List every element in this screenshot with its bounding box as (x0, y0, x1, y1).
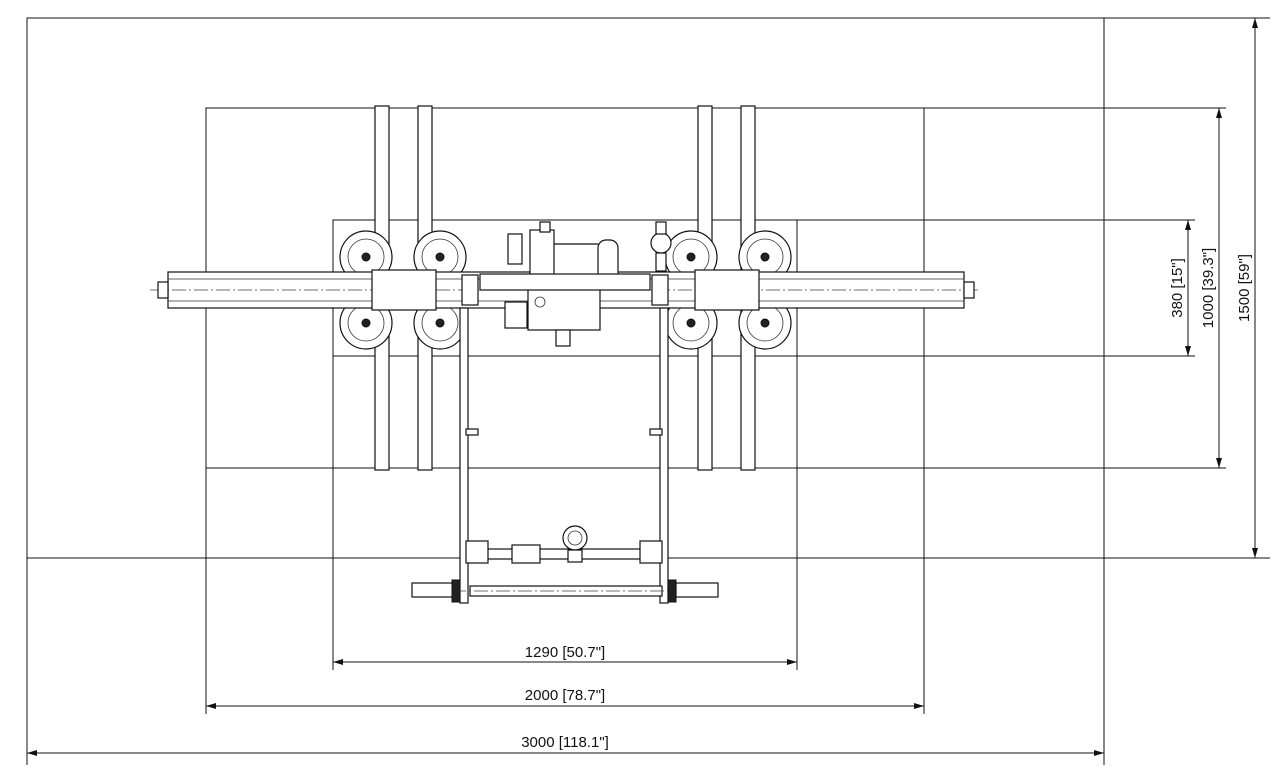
dimension-1000: 1000 [39.3"] (1200, 108, 1222, 468)
dimension-1500: 1500 [59"] (1236, 18, 1258, 558)
outline-frames (26, 17, 1270, 765)
dimension-2000: 2000 [78.7"] (206, 687, 924, 709)
dimension-1290: 1290 [50.7"] (333, 644, 797, 665)
pump-unit (479, 221, 672, 347)
dimension-1500-label: 1500 [59"] (1236, 254, 1253, 322)
dimension-380: 380 [15"] (1169, 220, 1191, 356)
dimension-1000-label: 1000 [39.3"] (1200, 248, 1217, 328)
dimension-3000-label: 3000 [118.1"] (521, 734, 609, 751)
dimension-3000: 3000 [118.1"] (27, 734, 1104, 756)
handle-frame (411, 307, 719, 604)
dimension-1290-label: 1290 [50.7"] (525, 644, 605, 661)
dimension-2000-label: 2000 [78.7"] (525, 687, 605, 704)
dimension-380-label: 380 [15"] (1169, 258, 1186, 318)
